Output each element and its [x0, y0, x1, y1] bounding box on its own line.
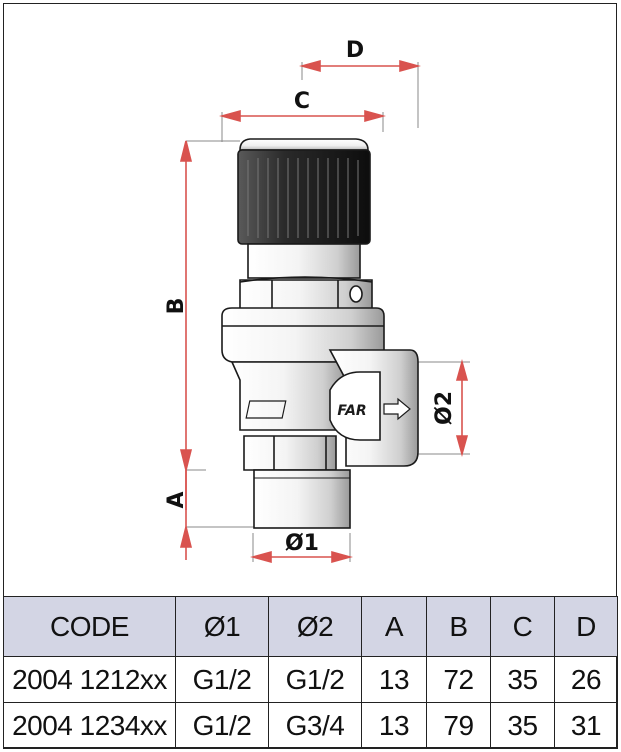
table-header-row: CODE Ø1 Ø2 A B C D — [3, 596, 618, 657]
dimension-label-d: D — [346, 38, 364, 63]
cell-a: 13 — [361, 702, 427, 749]
dimension-label-a: A — [164, 491, 189, 508]
cell-b: 79 — [426, 702, 491, 749]
cell-code: 2004 1212xx — [3, 656, 176, 703]
cell-code: 2004 1234xx — [3, 702, 176, 749]
specification-table: CODE Ø1 Ø2 A B C D 2004 1212xx G1/2 G1/2… — [3, 596, 618, 749]
cell-dia1: G1/2 — [175, 702, 269, 749]
cell-dia2: G1/2 — [268, 656, 362, 703]
table-row: 2004 1212xx G1/2 G1/2 13 72 35 26 — [3, 656, 618, 703]
svg-text:FAR: FAR — [337, 403, 366, 419]
table-row: 2004 1234xx G1/2 G3/4 13 79 35 31 — [3, 702, 618, 749]
valve-technical-drawing: D C Ø1 B A Ø2 — [164, 38, 470, 564]
cell-c: 35 — [490, 656, 555, 703]
dimension-arrows — [179, 59, 469, 564]
header-dia2: Ø2 — [268, 596, 362, 657]
header-dia1: Ø1 — [175, 596, 269, 657]
cell-a: 13 — [361, 656, 427, 703]
header-c: C — [490, 596, 555, 657]
cell-dia1: G1/2 — [175, 656, 269, 703]
cell-b: 72 — [426, 656, 491, 703]
cell-d: 31 — [554, 702, 618, 749]
dimension-label-dia1: Ø1 — [285, 531, 319, 556]
cell-d: 26 — [554, 656, 618, 703]
cell-dia2: G3/4 — [268, 702, 362, 749]
flow-arrow-icon — [383, 397, 411, 421]
header-code: CODE — [3, 596, 176, 657]
far-logo: FAR — [245, 400, 367, 419]
dimension-label-c: C — [294, 89, 310, 114]
dimension-label-b: B — [164, 298, 189, 315]
dimension-label-dia2: Ø2 — [432, 391, 457, 425]
header-b: B — [426, 596, 491, 657]
header-d: D — [554, 596, 618, 657]
header-a: A — [361, 596, 427, 657]
cell-c: 35 — [490, 702, 555, 749]
valve-illustration — [221, 138, 419, 529]
